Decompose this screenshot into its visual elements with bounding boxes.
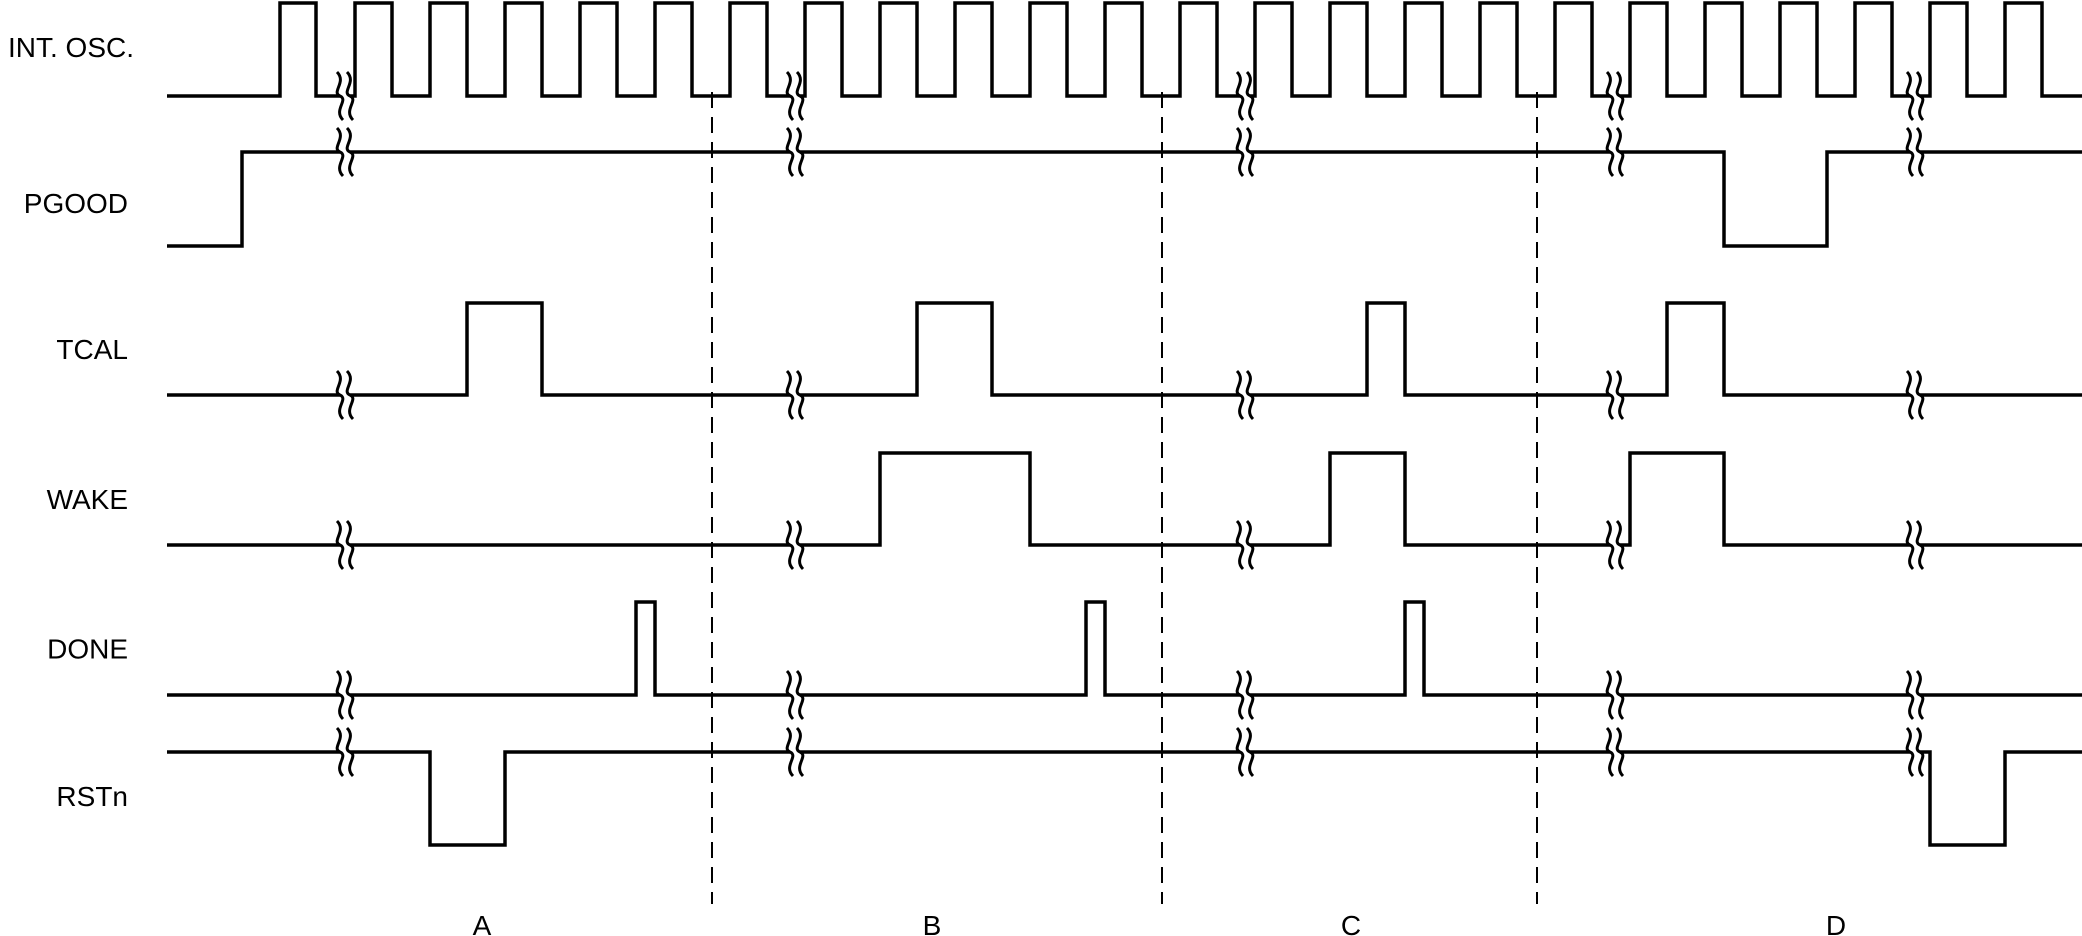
waveform-pgood — [167, 150, 2082, 248]
waveform-wake — [167, 451, 2082, 547]
phase-label-c: C — [1341, 910, 1361, 936]
phase-label-b: B — [923, 910, 942, 936]
signal-labels: INT. OSC. PGOOD TCAL WAKE DONE RSTn — [8, 32, 134, 812]
phase-label-d: D — [1826, 910, 1846, 936]
waveform-tcal — [167, 301, 2082, 397]
time-break-5 — [1905, 70, 1925, 778]
phase-labels: A B C D — [473, 910, 1846, 936]
waveform-int-osc — [167, 1, 2082, 98]
signal-label-int-osc: INT. OSC. — [8, 32, 134, 63]
signal-label-tcal: TCAL — [56, 334, 128, 365]
time-breaks — [335, 70, 1925, 778]
signal-label-done: DONE — [47, 634, 128, 665]
signal-label-rstn: RSTn — [56, 781, 128, 812]
time-break-1 — [335, 70, 355, 778]
waveforms — [167, 1, 2082, 847]
time-break-3 — [1235, 70, 1255, 778]
time-break-4 — [1605, 70, 1625, 778]
waveform-rstn — [167, 750, 2082, 847]
signal-label-pgood: PGOOD — [24, 188, 128, 219]
phase-dividers — [711, 92, 1538, 904]
phase-label-a: A — [473, 910, 492, 936]
time-break-2 — [785, 70, 805, 778]
signal-label-wake: WAKE — [47, 484, 128, 515]
waveform-done — [167, 600, 2082, 697]
